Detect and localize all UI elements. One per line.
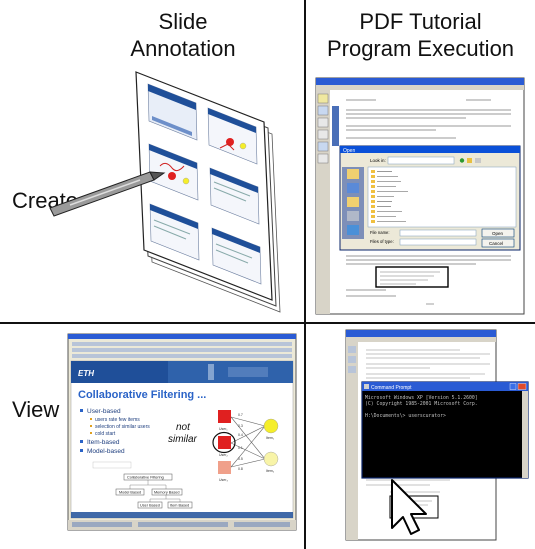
item-node	[263, 451, 279, 467]
tree-node-label: Memory Based	[154, 491, 180, 495]
slide-thumbnail	[207, 107, 258, 165]
open-file-dialog: Open Look in:	[339, 145, 521, 251]
header-pdf-tutorial: PDF Tutorial Program Execution	[308, 8, 533, 62]
dialog-open-label: Open	[492, 231, 504, 236]
user-label: User₃	[219, 478, 228, 482]
tree-node-label: Model Based	[119, 491, 141, 495]
header-pdf-line1: PDF Tutorial	[359, 9, 482, 34]
edge-weight: 0.1	[238, 446, 243, 450]
header-slide-line2: Annotation	[130, 36, 236, 61]
user-node	[218, 461, 231, 474]
header-pdf-line2: Program Execution	[326, 36, 515, 61]
program-execution-window: Command Prompt Microsoft Windows XP [Ver…	[345, 329, 529, 541]
edge-weight: 0.3	[238, 424, 243, 428]
user-node	[218, 410, 231, 423]
console-line: H:\Documents\> userscurator>	[365, 413, 446, 419]
dialog-file-type-label: Files of type:	[370, 239, 394, 244]
slide-thumbnail	[209, 167, 260, 225]
file-list	[371, 170, 408, 223]
slide-viewer-window: ETH Collaborative Filtering ... User-bas…	[67, 333, 297, 531]
console-title: Command Prompt	[371, 385, 412, 391]
dialog-open-button	[481, 228, 515, 238]
item-node	[263, 418, 279, 434]
mouse-cursor-icon	[391, 479, 427, 535]
item-label: Item₂	[266, 469, 275, 473]
dialog-file-name-label: File name:	[370, 230, 390, 235]
bullet-item: User-based	[87, 408, 121, 415]
bullet-item: Model-based	[87, 448, 125, 455]
handwriting-not: not	[176, 422, 191, 433]
header-slide-annotation: Slide Annotation	[108, 8, 258, 62]
user-label: User₂	[219, 453, 228, 457]
slide-thumbnail	[211, 227, 262, 285]
tree-node-label: Item Based	[170, 504, 189, 508]
slide-title: Collaborative Filtering ...	[78, 389, 206, 401]
edge-weight: 0.7	[238, 413, 243, 417]
edge-weight: 0.5	[238, 457, 243, 461]
bullet-item: selection of similar users	[95, 424, 150, 430]
bullet-item: Item-based	[87, 439, 120, 446]
slide-handout-illustration	[49, 71, 281, 313]
pdf-toolbar-icons	[317, 93, 329, 164]
user-label: User₁	[219, 427, 228, 431]
user-item-graph: 0.7 0.3 0.4 0.1 0.5 0.8 User₁ User₂ User…	[212, 410, 279, 482]
dialog-cancel-label: Cancel	[489, 241, 503, 246]
slide-thumbnail	[147, 83, 198, 141]
dialog-look-in-label: Look in:	[370, 158, 386, 163]
cf-taxonomy-tree: Collaborative Filtering Model Based Memo…	[92, 461, 193, 509]
handwriting-similar: similar	[168, 434, 198, 445]
header-slide-line1: Slide	[158, 9, 208, 34]
slide-thumbnail	[148, 143, 199, 201]
dialog-places	[347, 169, 359, 235]
console-line: (C) Copyright 1985-2001 Microsoft Corp.	[365, 401, 478, 407]
handwritten-annotation: not similar	[168, 422, 198, 445]
annotation-circle	[212, 431, 236, 454]
bullet-item: cold start	[95, 431, 116, 437]
console-line: Microsoft Windows XP [Version 5.1.2600]	[365, 395, 478, 401]
item-label: Item₁	[266, 436, 275, 440]
slide-thumbnail	[149, 203, 200, 261]
dialog-title: Open	[343, 148, 355, 154]
command-prompt-window: Command Prompt Microsoft Windows XP [Ver…	[361, 381, 529, 479]
pdf-viewer-window: Open Look in:	[315, 77, 525, 315]
row-label-view: View	[12, 397, 60, 422]
slide-bullets: User-based users rate few items selectio…	[80, 408, 150, 455]
edge-weight: 0.4	[238, 433, 243, 437]
vertical-divider	[304, 0, 306, 549]
tree-node-label: User Based	[140, 504, 160, 508]
edge-weight: 0.8	[238, 467, 243, 471]
user-node	[218, 436, 231, 449]
dialog-cancel-button	[481, 238, 515, 248]
eth-logo: ETH	[78, 369, 94, 378]
horizontal-divider	[0, 322, 535, 324]
tree-node-label: Collaborative Filtering	[127, 476, 164, 480]
pen-icon	[49, 171, 166, 217]
slide-toolbar	[72, 342, 292, 358]
bullet-item: users rate few items	[95, 417, 140, 423]
